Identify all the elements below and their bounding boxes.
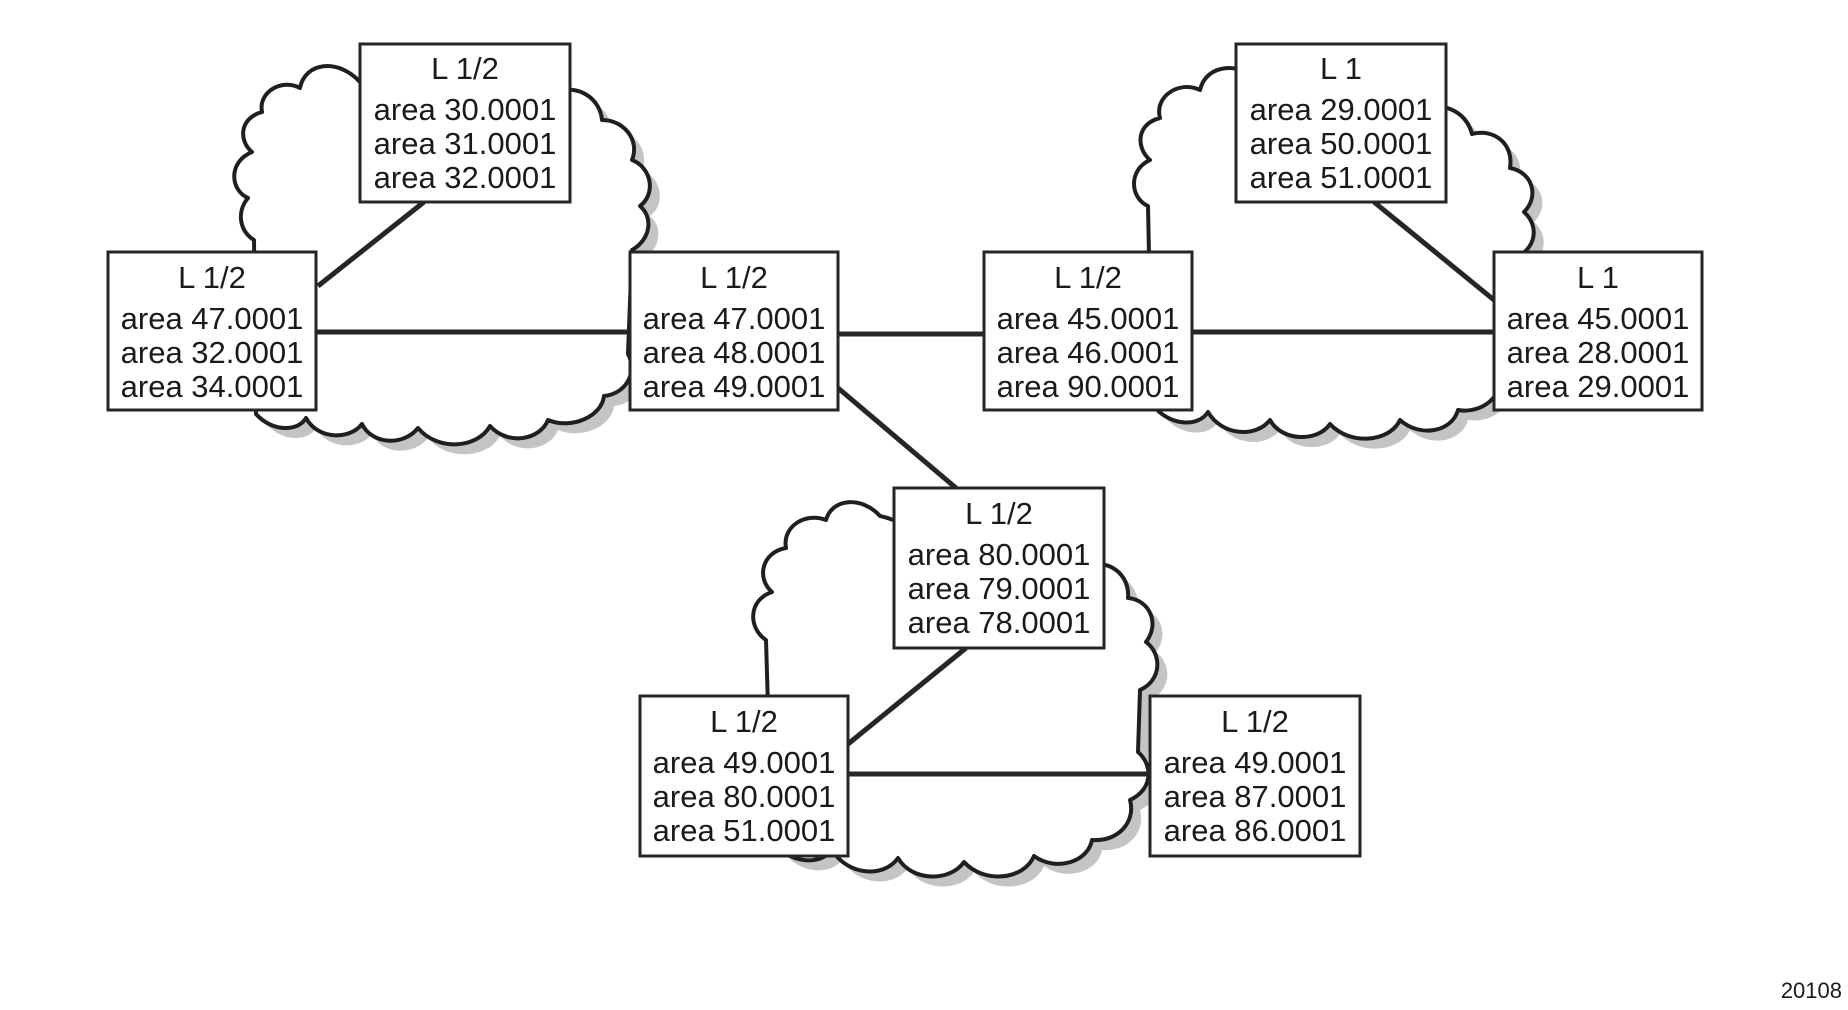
- router-level: L 1/2: [700, 260, 768, 295]
- router-top-left-cloud-top: L 1/2 area 30.0001 area 31.0001 area 32.…: [358, 42, 572, 204]
- router-top-right-cloud-left: L 1/2 area 45.0001 area 46.0001 area 90.…: [982, 250, 1194, 412]
- router-box: [1148, 694, 1362, 858]
- link-tl-right-to-bottom-top: [836, 386, 958, 490]
- router-box: [982, 250, 1194, 412]
- router-area: area 49.0001: [643, 369, 826, 404]
- router-area: area 32.0001: [374, 160, 557, 195]
- router-area: area 49.0001: [1164, 745, 1347, 780]
- router-level: L 1: [1320, 51, 1362, 86]
- router-box: [628, 250, 840, 412]
- router-area: area 79.0001: [908, 571, 1091, 606]
- router-area: area 50.0001: [1250, 126, 1433, 161]
- router-area: area 46.0001: [997, 335, 1180, 370]
- routers: L 1/2 area 30.0001 area 31.0001 area 32.…: [106, 42, 1704, 858]
- router-top-left-cloud-right: L 1/2 area 47.0001 area 48.0001 area 49.…: [628, 250, 840, 412]
- router-area: area 45.0001: [997, 301, 1180, 336]
- link-tl-top-to-tl-left: [316, 200, 426, 288]
- router-area: area 29.0001: [1507, 369, 1690, 404]
- router-area: area 87.0001: [1164, 779, 1347, 814]
- router-area: area 47.0001: [643, 301, 826, 336]
- router-area: area 80.0001: [653, 779, 836, 814]
- router-box: [638, 694, 850, 858]
- figure-id: 20108: [1781, 978, 1842, 1003]
- router-level: L 1/2: [178, 260, 246, 295]
- router-level: L 1: [1577, 260, 1619, 295]
- router-area: area 47.0001: [121, 301, 304, 336]
- router-area: area 90.0001: [997, 369, 1180, 404]
- router-level: L 1/2: [965, 496, 1033, 531]
- router-area: area 32.0001: [121, 335, 304, 370]
- router-level: L 1/2: [710, 704, 778, 739]
- router-box: [358, 42, 572, 204]
- router-area: area 80.0001: [908, 537, 1091, 572]
- router-area: area 31.0001: [374, 126, 557, 161]
- router-level: L 1/2: [431, 51, 499, 86]
- links: [316, 200, 1496, 777]
- router-area: area 86.0001: [1164, 813, 1347, 848]
- link-bottom-top-to-bottom-left: [846, 646, 968, 746]
- router-area: area 48.0001: [643, 335, 826, 370]
- router-bottom-cloud-left: L 1/2 area 49.0001 area 80.0001 area 51.…: [638, 694, 850, 858]
- router-top-right-cloud-top: L 1 area 29.0001 area 50.0001 area 51.00…: [1234, 42, 1448, 204]
- router-box: [1234, 42, 1448, 204]
- router-level: L 1/2: [1054, 260, 1122, 295]
- router-area: area 45.0001: [1507, 301, 1690, 336]
- router-top-left-cloud-left: L 1/2 area 47.0001 area 32.0001 area 34.…: [106, 250, 318, 412]
- router-area: area 49.0001: [653, 745, 836, 780]
- router-area: area 30.0001: [374, 92, 557, 127]
- router-area: area 51.0001: [653, 813, 836, 848]
- router-box: [1492, 250, 1704, 412]
- router-box: [892, 486, 1106, 650]
- router-box: [106, 250, 318, 412]
- router-area: area 34.0001: [121, 369, 304, 404]
- router-area: area 29.0001: [1250, 92, 1433, 127]
- router-level: L 1/2: [1221, 704, 1289, 739]
- router-bottom-cloud-top: L 1/2 area 80.0001 area 79.0001 area 78.…: [892, 486, 1106, 650]
- router-bottom-cloud-right: L 1/2 area 49.0001 area 87.0001 area 86.…: [1148, 694, 1362, 858]
- router-area: area 28.0001: [1507, 335, 1690, 370]
- router-area: area 78.0001: [908, 605, 1091, 640]
- link-tr-top-to-tr-right: [1372, 200, 1496, 302]
- router-area: area 51.0001: [1250, 160, 1433, 195]
- router-top-right-cloud-right: L 1 area 45.0001 area 28.0001 area 29.00…: [1492, 250, 1704, 412]
